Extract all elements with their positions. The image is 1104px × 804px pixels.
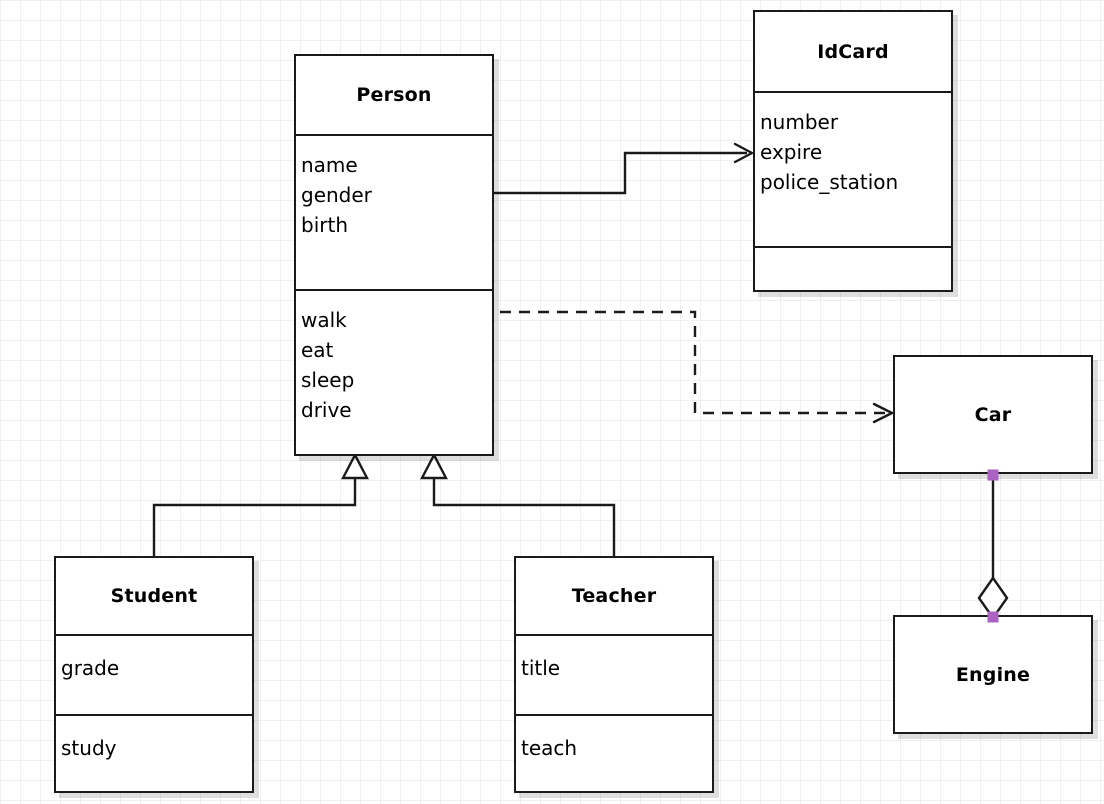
association-person-idcard[interactable] [494,142,754,195]
attributes-teacher: title [516,634,712,714]
attribute-item: gender [301,183,372,207]
generalization-teacher-person[interactable] [420,452,616,556]
attributes-student: grade [56,634,252,714]
attribute-item: number [760,110,839,134]
methods-idcard [755,246,951,290]
attribute-item: grade [61,656,120,680]
method-item: eat [301,338,334,362]
class-name-engine: Engine [955,663,1031,686]
class-name-person: Person [356,84,432,106]
attribute-item: police_station [760,170,899,194]
attributes-idcard: number expire police_station [755,91,951,246]
attribute-item: name [301,153,358,177]
class-box-person[interactable]: Person name gender birth walk eat sleep … [294,54,494,456]
attribute-item: expire [760,140,823,164]
class-name-car: Car [974,403,1012,426]
method-item: sleep [301,368,355,392]
methods-teacher: teach [516,714,712,791]
class-name-teacher: Teacher [571,585,657,607]
class-box-idcard[interactable]: IdCard number expire police_station [753,10,953,292]
method-item: study [61,736,117,760]
method-item: teach [521,736,578,760]
dependency-person-car[interactable] [500,310,894,424]
class-name-student: Student [110,585,198,607]
class-name-idcard: IdCard [817,40,889,63]
class-box-student[interactable]: Student grade study [54,556,254,793]
class-box-teacher[interactable]: Teacher title teach [514,556,714,793]
method-item: drive [301,398,352,422]
attribute-item: title [521,656,561,680]
methods-person: walk eat sleep drive [296,289,492,454]
class-box-car[interactable]: Car [893,355,1093,474]
attribute-item: birth [301,213,348,237]
attributes-person: name gender birth [296,134,492,289]
methods-student: study [56,714,252,791]
class-box-engine[interactable]: Engine [893,615,1093,734]
generalization-student-person[interactable] [152,452,369,556]
aggregation-car-engine[interactable] [977,474,1009,621]
method-item: walk [301,308,347,332]
